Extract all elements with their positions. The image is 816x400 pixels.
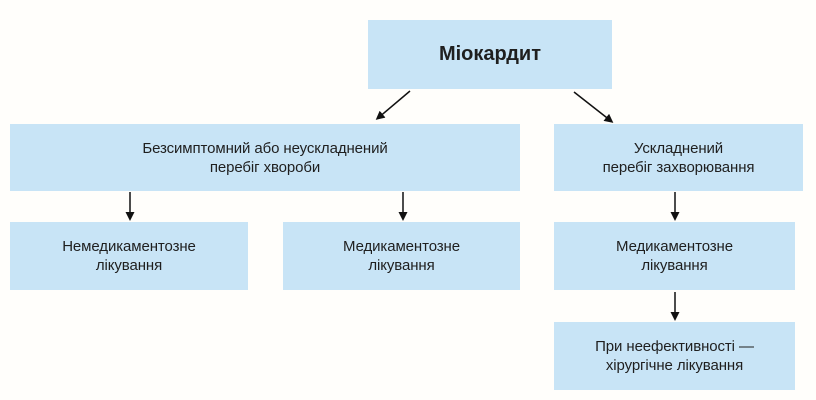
node-label-line: перебіг хвороби [209,158,321,176]
node-label: Міокардит [438,43,542,65]
node-myocarditis-title: Міокардит [368,20,612,89]
node-label-line: Ускладнений [633,139,724,157]
node-pharmacological-treatment-left: Медикаментозне лікування [283,222,520,290]
node-label-line: При неефективності — [595,338,754,355]
node-nonpharmacological-treatment: Немедикаментозне лікування [10,222,248,290]
node-label-line: хірургічне лікування [605,357,744,374]
node-pharmacological-treatment-right: Медикаментозне лікування [554,222,795,290]
node-label-line: Безсимптомний або неускладнений [142,139,388,157]
node-label-line: лікування [368,257,435,274]
node-label-line: лікування [641,257,708,274]
node-complicated-course: Ускладнений перебіг захворювання [554,124,803,191]
arrow-root-to-asymptomatic [375,90,411,120]
node-label-line: перебіг захворювання [602,158,755,176]
node-label-line: Немедикаментозне [62,238,196,255]
arrow-root-to-complicated [573,91,614,123]
node-label-line: лікування [95,257,163,274]
node-label-line: Медикаментозне [616,238,733,255]
node-surgical-treatment: При неефективності — хірургічне лікуванн… [554,322,795,390]
node-label-line: Медикаментозне [343,238,460,255]
node-asymptomatic-course: Безсимптомний або неускладнений перебіг … [10,124,520,191]
